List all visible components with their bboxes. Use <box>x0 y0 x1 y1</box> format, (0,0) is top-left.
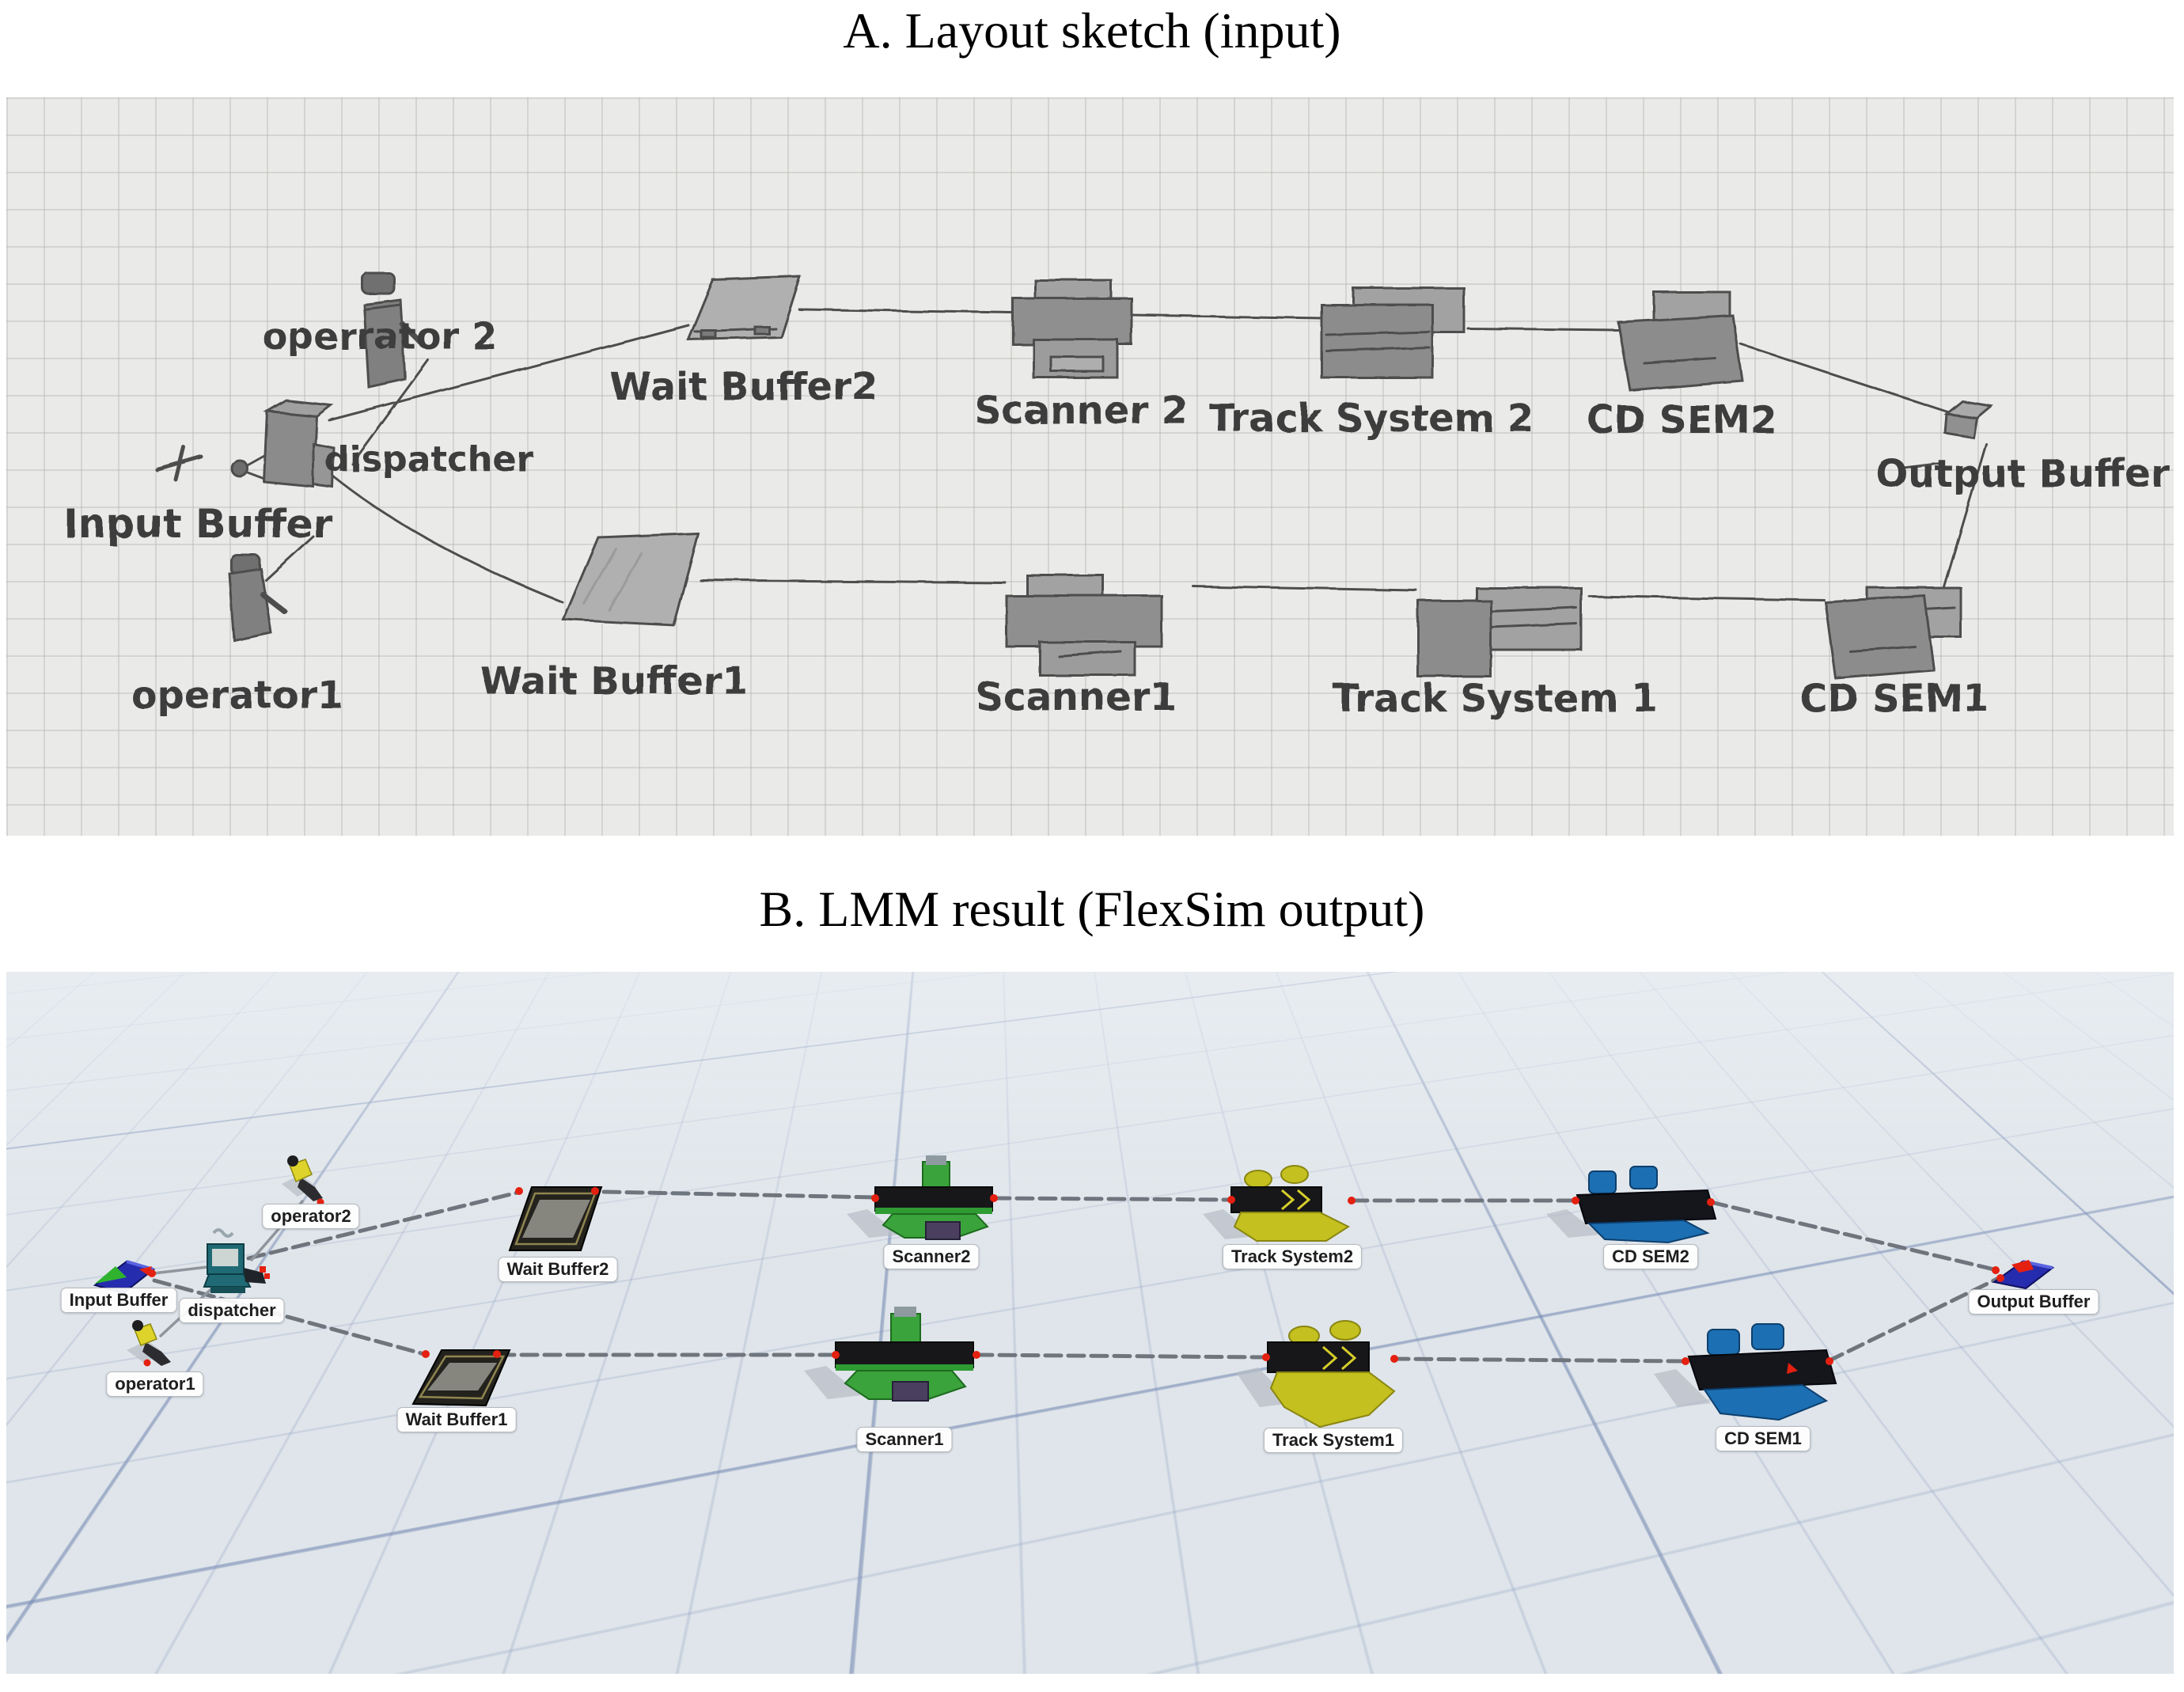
flexsim-label-wait-buffer1: Wait Buffer1 <box>397 1407 517 1432</box>
flexsim-label-track-system2: Track System2 <box>1223 1244 1362 1269</box>
flexsim-label-scanner1: Scanner1 <box>856 1427 952 1452</box>
sketch-token-dot <box>232 461 248 476</box>
sketch-operator1-figure <box>229 555 285 640</box>
panel-a-title: A. Layout sketch (input) <box>0 2 2184 60</box>
sketch-label-output-buffer: Output Buffer <box>1875 452 2170 496</box>
sketch-label-cd-sem1: CD SEM1 <box>1799 677 1989 721</box>
sketch-cd-sem1 <box>1826 588 1961 678</box>
sketch-label-operator2: operrator 2 <box>263 315 497 358</box>
sketch-label-wait-buffer2: Wait Buffer2 <box>610 365 878 409</box>
sketch-label-scanner2: Scanner 2 <box>974 389 1188 433</box>
flexsim-cd-sem1 <box>1654 1324 1836 1420</box>
sketch-wait-buffer1 <box>563 533 698 625</box>
sketch-label-scanner1: Scanner1 <box>976 675 1176 719</box>
sketch-scanner2 <box>1013 280 1132 377</box>
sketch-wait-buffer2 <box>688 277 800 340</box>
flexsim-wait-buffer2 <box>510 1187 601 1250</box>
panel-a-sketch: operrator 2 dispatcher Input Buffer oper… <box>6 97 2174 836</box>
sketch-label-operator1: operator1 <box>131 673 344 718</box>
sketch-label-dispatcher: dispatcher <box>324 439 533 480</box>
flexsim-track-system2 <box>1203 1166 1348 1241</box>
sketch-output-buffer <box>1945 401 1991 438</box>
flexsim-operator2 <box>282 1155 324 1206</box>
sketch-source-mark <box>157 447 201 480</box>
flexsim-label-input-buffer: Input Buffer <box>61 1288 177 1313</box>
flexsim-label-dispatcher: dispatcher <box>179 1298 284 1323</box>
flexsim-operator1 <box>127 1320 171 1367</box>
flexsim-label-operator1: operator1 <box>106 1371 203 1397</box>
flexsim-label-cd-sem2: CD SEM2 <box>1603 1244 1698 1269</box>
sketch-track-system2 <box>1321 288 1464 377</box>
flexsim-output-buffer <box>1994 1260 2053 1288</box>
sketch-scanner1 <box>1007 575 1162 675</box>
sketch-drawing: operrator 2 dispatcher Input Buffer oper… <box>6 97 2174 836</box>
sketch-cd-sem2 <box>1618 292 1742 390</box>
sketch-label-track-system1: Track System 1 <box>1333 677 1659 721</box>
flexsim-label-track-system1: Track System1 <box>1264 1428 1403 1453</box>
sketch-label-cd-sem2: CD SEM2 <box>1587 398 1776 442</box>
sketch-label-wait-buffer1: Wait Buffer1 <box>480 659 749 704</box>
panel-b-title: B. LMM result (FlexSim output) <box>0 880 2184 939</box>
flexsim-scene <box>6 972 2174 1674</box>
flexsim-label-operator2: operator2 <box>262 1204 359 1229</box>
panel-b-flexsim: Input Buffer dispatcher operator2 operat… <box>6 972 2174 1674</box>
flexsim-label-cd-sem1: CD SEM1 <box>1716 1426 1811 1451</box>
sketch-label-input-buffer: Input Buffer <box>63 501 332 547</box>
flexsim-label-output-buffer: Output Buffer <box>1969 1289 2099 1315</box>
flexsim-label-scanner2: Scanner2 <box>883 1244 979 1269</box>
flexsim-dispatcher <box>204 1230 270 1293</box>
flexsim-label-wait-buffer2: Wait Buffer2 <box>499 1257 618 1282</box>
flexsim-wait-buffer1 <box>413 1350 510 1406</box>
sketch-label-track-system2: Track System 2 <box>1209 396 1534 441</box>
flexsim-cd-sem2 <box>1546 1167 1716 1242</box>
sketch-dispatcher <box>264 400 334 487</box>
sketch-track-system1 <box>1418 588 1581 677</box>
flexsim-track-system1 <box>1236 1321 1394 1427</box>
